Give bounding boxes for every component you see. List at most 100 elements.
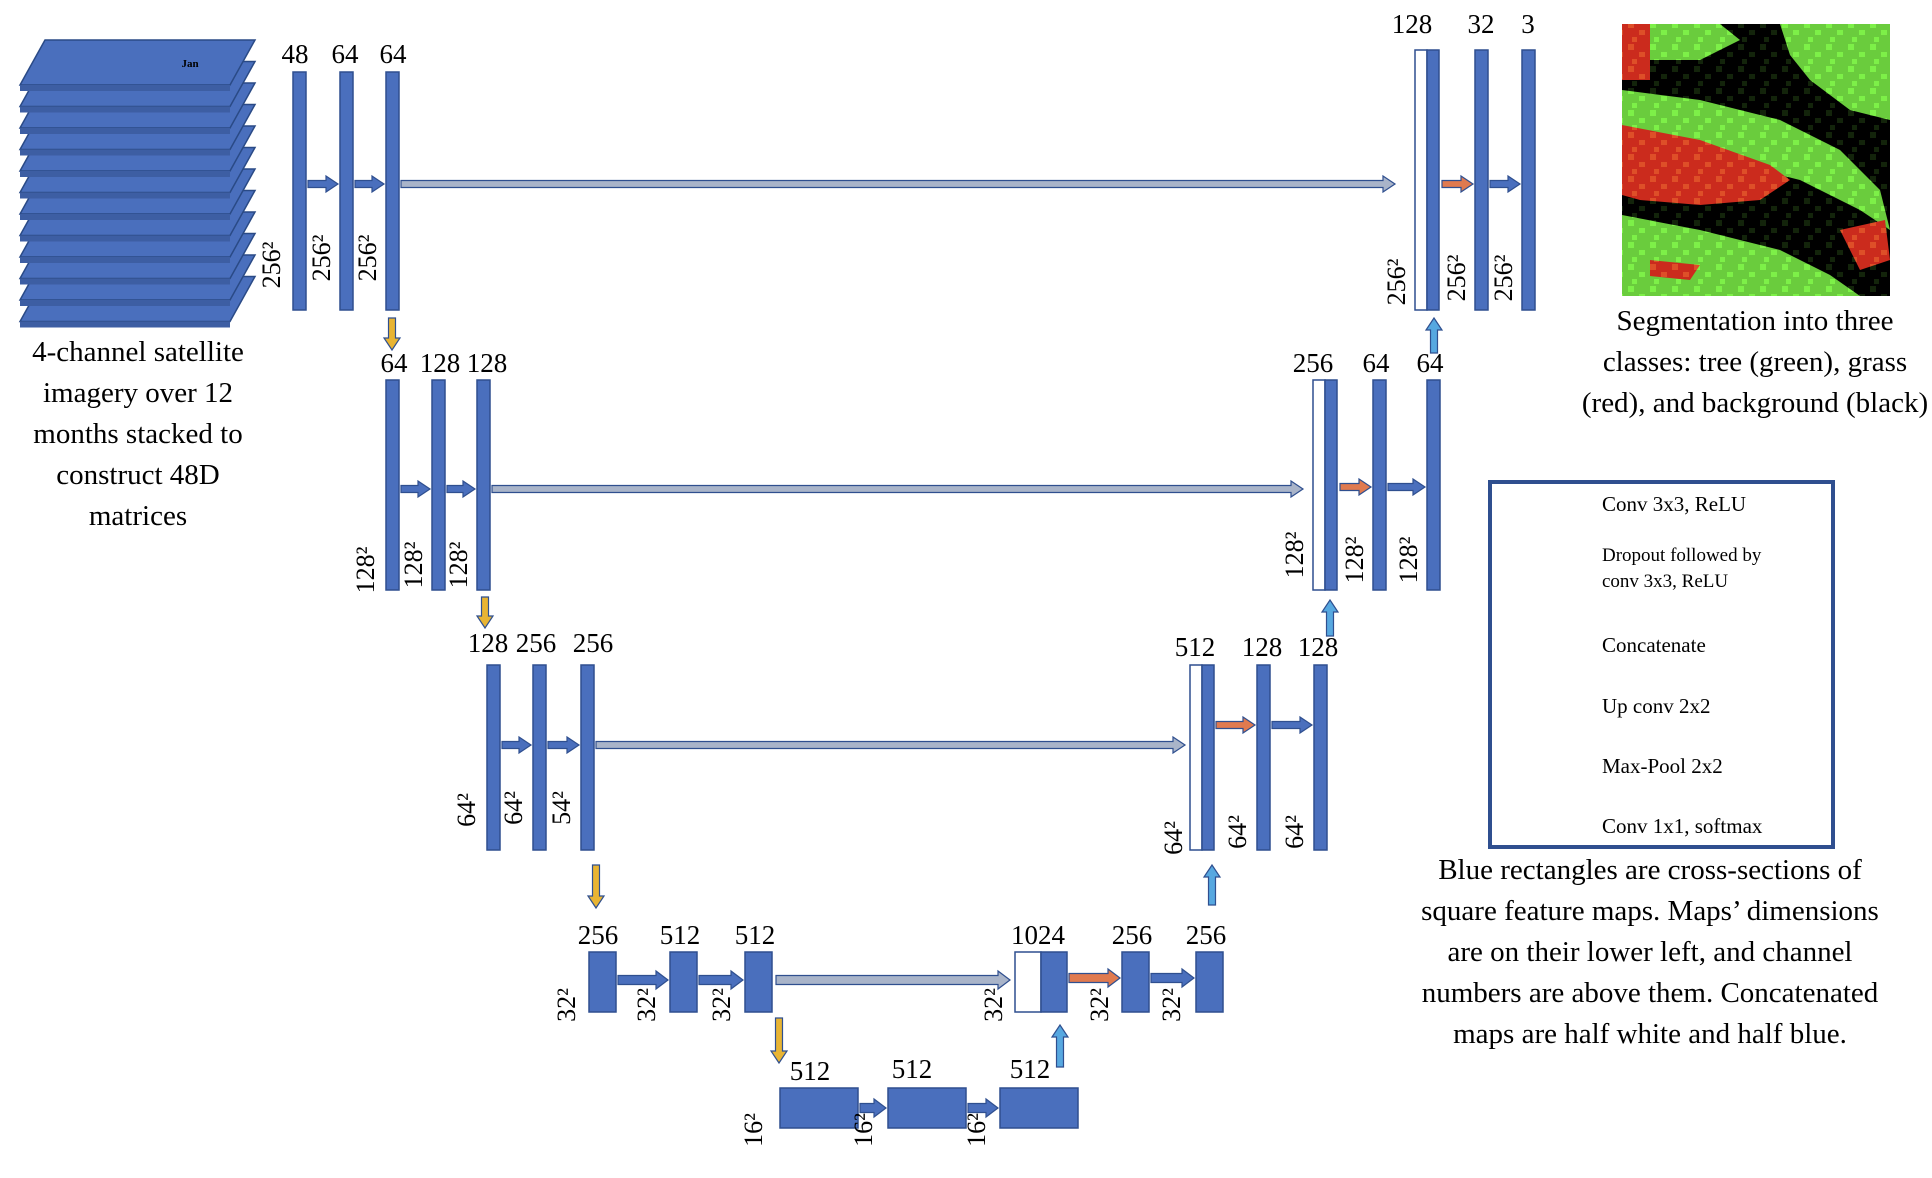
legend-item-label-line: Dropout followed by: [1602, 545, 1762, 566]
dim-label: 16²: [739, 1113, 768, 1147]
conv-arrow: [1387, 477, 1427, 497]
dim-label: 128²: [1280, 531, 1309, 578]
maxpool-arrow: [586, 864, 606, 910]
dim-label: 64²: [1223, 815, 1252, 849]
conv-arrow: [354, 174, 386, 194]
channel-label: 256: [1112, 920, 1153, 950]
l2-enc-block-2: [431, 379, 446, 591]
dim-label: 32²: [1085, 988, 1114, 1022]
dim-label: 256²: [1382, 258, 1411, 305]
conv-arrow: [547, 735, 581, 755]
conv-arrow: [307, 174, 340, 194]
conv-arrow: [1271, 715, 1314, 735]
seg-texture: [1622, 24, 1890, 296]
conv-arrow: [446, 479, 477, 499]
dim-label: 128²: [399, 541, 428, 588]
maxpool-arrow: [769, 1017, 789, 1065]
dropout-arrow: [1215, 715, 1257, 735]
dim-label: 256²: [307, 234, 336, 281]
l4-enc-block-2: [669, 951, 698, 1013]
month-layer-edge: [20, 106, 230, 113]
info-caption: Blue rectangles are cross-sections of sq…: [1421, 854, 1879, 1050]
channel-label: 512: [1175, 632, 1216, 662]
channel-label: 512: [892, 1054, 933, 1084]
channel-label: 48: [282, 39, 309, 69]
channel-label: 128: [467, 348, 508, 378]
month-layer-edge: [20, 128, 230, 134]
l3-dec-concat-block-white: [1189, 664, 1203, 851]
l2-dec-block-2: [1372, 379, 1387, 591]
l3-dec-block-3: [1313, 664, 1328, 851]
l4-dec-concat-block-white: [1014, 951, 1042, 1013]
conv-arrow: [400, 479, 432, 499]
month-layer-edge: [20, 321, 230, 328]
dropout-arrow: [1339, 477, 1373, 497]
month-layer-edge: [20, 214, 230, 220]
conv-arrow: [617, 969, 669, 991]
l1-dec-concat-block-blue: [1426, 49, 1440, 311]
network-blocks: [292, 49, 1536, 1129]
dim-label: 256²: [257, 241, 286, 288]
l3-dec-block-2: [1256, 664, 1271, 851]
channel-label: 256: [516, 628, 557, 658]
dim-label: 16²: [962, 1113, 991, 1147]
channel-label: 64: [380, 39, 408, 69]
dim-label: 256²: [1442, 254, 1471, 301]
upconv-arrow: [1320, 598, 1340, 637]
upconv-arrow: [1424, 316, 1444, 354]
channel-label: 3: [1521, 9, 1535, 39]
month-layer-edge: [20, 171, 230, 177]
legend-item-label: Dropout followed by conv 3x3, ReLU: [1602, 545, 1762, 592]
dim-label: 32²: [707, 988, 736, 1022]
dim-label: 64²: [452, 793, 481, 827]
l2-dec-concat-block-white: [1312, 379, 1326, 591]
concat-arrow: [491, 479, 1305, 499]
dim-label: 54²: [547, 791, 576, 825]
channel-label: 512: [790, 1056, 831, 1086]
channel-label: 256: [1293, 348, 1334, 378]
legend-item-label: Up conv 2x2: [1602, 694, 1711, 718]
month-layer-edge: [20, 235, 230, 242]
channel-label: 128: [1392, 9, 1433, 39]
legend-box: [1488, 480, 1835, 849]
output-caption: Segmentation into three classes: tree (g…: [1581, 305, 1929, 419]
conv-arrow: [501, 735, 533, 755]
l4-dec-block-3: [1195, 951, 1224, 1013]
l2-enc-block-3: [476, 379, 491, 591]
l1-enc-block-3: [385, 71, 400, 311]
l1-enc-block-2: [339, 71, 354, 311]
channel-label: 512: [735, 920, 776, 950]
channel-label: 64: [381, 348, 409, 378]
l4-dec-concat-block-blue: [1040, 951, 1068, 1013]
dropout-arrow: [1441, 174, 1475, 194]
l1-enc-block-1: [292, 71, 307, 311]
channel-label: 256: [573, 628, 614, 658]
conv-arrow: [859, 1097, 887, 1119]
l3-enc-block-2: [532, 664, 547, 851]
dim-label: 64²: [499, 791, 528, 825]
l1-dec-block-3: [1521, 49, 1536, 311]
l5-block-2: [887, 1087, 967, 1129]
dim-label: 16²: [849, 1113, 878, 1147]
l2-enc-block-1: [385, 379, 400, 591]
segmentation-output-image: [1622, 24, 1890, 296]
dim-label: 256²: [1489, 254, 1518, 301]
conv-arrow: [1489, 174, 1522, 194]
l4-enc-block-1: [588, 951, 617, 1013]
dim-label: 128²: [444, 541, 473, 588]
legend-item-label-line: conv 3x3, ReLU: [1602, 571, 1728, 592]
l5-block-3: [999, 1087, 1079, 1129]
l5-block-1: [779, 1087, 859, 1129]
channel-label: 1024: [1011, 920, 1066, 950]
dim-label: 32²: [1157, 988, 1186, 1022]
channel-label: 128: [1298, 632, 1339, 662]
dim-label: 32²: [552, 988, 581, 1022]
l1-dec-concat-block-white: [1414, 49, 1428, 311]
legend-item-label: Conv 3x3, ReLU: [1602, 492, 1746, 516]
conv-arrow: [967, 1097, 999, 1119]
conv-arrow: [698, 969, 744, 991]
dim-label: 32²: [979, 988, 1008, 1022]
input-stack: DecNovOctSepAugJulJunMayAprMarFebJan: [18, 39, 257, 328]
